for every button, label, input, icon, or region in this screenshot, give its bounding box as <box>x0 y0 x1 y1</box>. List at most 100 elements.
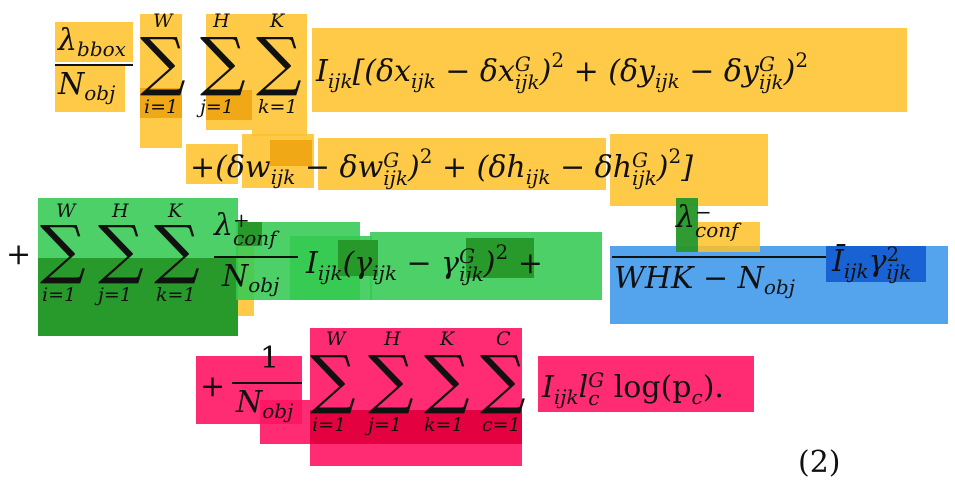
ijk-subscript: ijk <box>886 260 912 284</box>
lambda-symbol: λ <box>676 200 696 235</box>
fraction-bar <box>612 256 826 258</box>
ijk-subscript: ijk <box>327 69 353 93</box>
sum-lower-limit: k=1 <box>156 284 196 306</box>
highlight-yellow <box>140 14 182 148</box>
highlight-yellow <box>55 66 125 112</box>
indicator-i: I <box>316 54 328 89</box>
g-superscript: G <box>632 148 649 172</box>
obj-subscript: obj <box>262 399 294 423</box>
indicator-i-bar: Ī <box>832 244 844 279</box>
sum-upper-limit: H <box>112 200 129 222</box>
n-symbol: N <box>58 67 85 102</box>
sum-upper-limit: C <box>496 328 511 350</box>
ijk-subscript: ijk <box>317 261 343 285</box>
sum-lower-limit: i=1 <box>312 414 347 436</box>
plus-delta-w: +(δw <box>190 150 271 185</box>
minus-delta-w: − δw <box>295 150 384 185</box>
g-superscript: G <box>459 244 476 268</box>
highlight-pink <box>260 400 310 444</box>
indicator-i: I <box>306 246 318 281</box>
sum-upper-limit: W <box>153 10 173 32</box>
sum-upper-limit: K <box>270 10 285 32</box>
sum-lower-limit: j=1 <box>200 96 234 118</box>
fraction-bar <box>232 382 302 384</box>
n-symbol: N <box>222 259 249 294</box>
sum-symbol: ∑ <box>140 25 186 99</box>
obj-subscript: obj <box>84 81 116 105</box>
g-superscript: G <box>588 368 605 392</box>
square-exponent: 2 <box>795 48 809 72</box>
sum-symbol: ∑ <box>480 343 526 417</box>
numerator-one: 1 <box>260 341 280 376</box>
log-open: log(p <box>604 370 692 405</box>
n-obj-denominator: Nobj <box>236 385 294 423</box>
sum-upper-limit: H <box>213 10 230 32</box>
whk-minus-n: WHK − N <box>614 261 764 296</box>
highlight-pink <box>538 356 754 412</box>
ijk-subscript: ijk <box>383 166 408 190</box>
n-obj-denominator: Nobj <box>222 259 279 296</box>
sum-symbol: ∑ <box>40 213 86 287</box>
square-exponent: 2 <box>495 240 509 264</box>
ijk-subscript: ijk <box>632 166 657 190</box>
sum-lower-limit: k=1 <box>424 414 464 436</box>
sum-symbol: ∑ <box>200 25 246 99</box>
lambda-symbol: λ <box>58 23 78 58</box>
equation-number: (2) <box>798 445 841 480</box>
minus-delta-h: − δh <box>550 150 633 185</box>
sum-symbol: ∑ <box>368 343 414 417</box>
ijk-subscript: ijk <box>655 69 680 93</box>
n-symbol: N <box>236 385 263 420</box>
close-paren: ) <box>483 246 496 281</box>
sum-upper-limit: W <box>326 328 346 350</box>
ijk-subscript: ijk <box>553 385 579 409</box>
highlight-green-dark <box>466 238 534 278</box>
highlight-yellow <box>318 138 606 190</box>
highlight-green-dark <box>338 240 378 276</box>
close-paren: ) <box>539 54 552 89</box>
plus-delta-h: + (δh <box>432 150 526 185</box>
plus-superscript: + <box>233 208 250 232</box>
highlight-green-dark <box>38 258 238 336</box>
conf-subscript: conf <box>695 218 739 242</box>
indicator-i: I <box>542 370 554 405</box>
square-exponent: 2 <box>419 144 433 168</box>
sum-upper-limit: H <box>384 328 401 350</box>
highlight-pink-dark <box>310 410 522 444</box>
sum-symbol: ∑ <box>424 343 470 417</box>
close-paren: ) <box>783 54 796 89</box>
obj-subscript: obj <box>763 275 795 299</box>
sum-upper-limit: K <box>168 200 183 222</box>
g-superscript: G <box>383 148 400 172</box>
highlight-yellow-dark <box>206 90 252 120</box>
minus-delta-y: − δy <box>679 54 759 89</box>
sum-lower-limit: c=1 <box>482 414 521 436</box>
ijk-subscript: ijk <box>410 69 436 93</box>
g-superscript: G <box>758 52 775 76</box>
sum-lower-limit: i=1 <box>42 284 77 306</box>
minus-gamma: − γ <box>396 246 460 281</box>
highlight-green-dark <box>238 222 262 246</box>
square-exponent: 2 <box>551 48 565 72</box>
ijk-subscript: ijk <box>459 262 484 286</box>
sum-upper-limit: W <box>56 200 76 222</box>
fraction-bar <box>55 64 133 66</box>
gamma-open: (γ <box>342 246 373 281</box>
sum-symbol: ∑ <box>310 343 356 417</box>
close-paren: ) <box>407 150 420 185</box>
highlight-yellow <box>252 14 307 136</box>
close-paren: ) <box>656 150 669 185</box>
g-superscript: G <box>514 52 531 76</box>
sum-lower-limit: k=1 <box>258 96 298 118</box>
ijk-subscript: ijk <box>270 165 296 189</box>
sum-upper-limit: K <box>440 328 455 350</box>
highlight-yellow-dark <box>140 88 182 118</box>
c-subscript: c <box>691 385 703 409</box>
gamma-symbol: γ <box>868 244 887 279</box>
square-exponent: 2 <box>886 242 900 266</box>
highlight-yellow <box>55 22 133 62</box>
delta-x-open: [(δx <box>352 54 411 89</box>
ijk-subscript: ijk <box>372 261 397 285</box>
